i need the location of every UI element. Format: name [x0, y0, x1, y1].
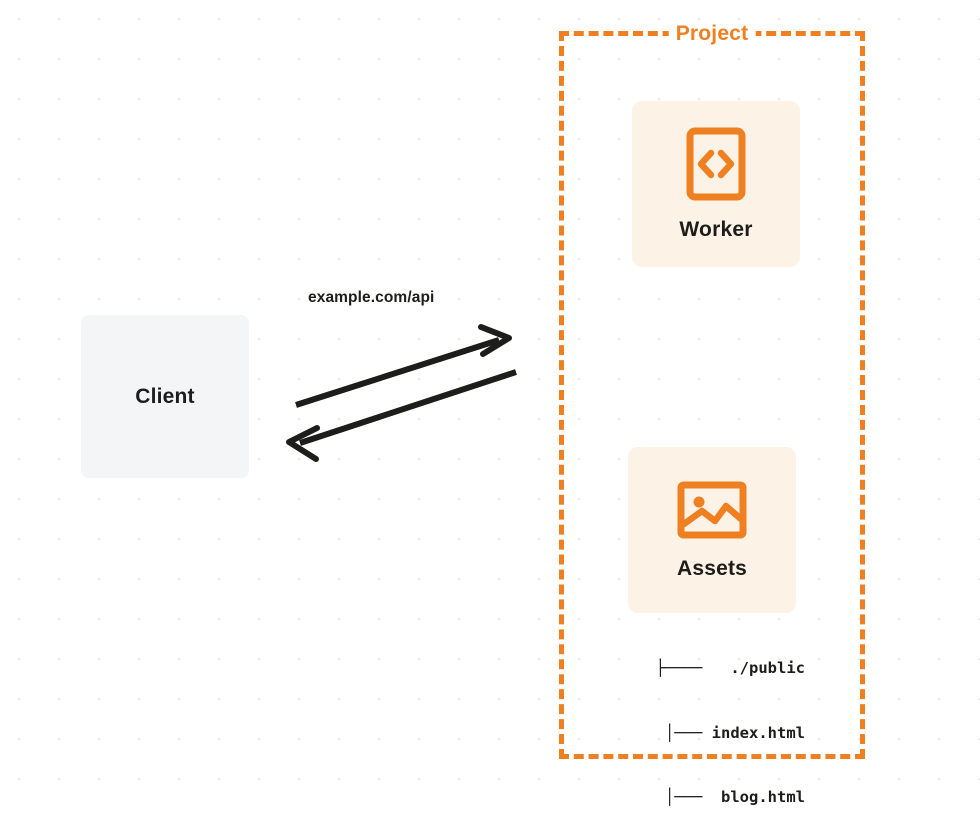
assets-file-tree: ├──── ./public │─── index.html │─── blog… — [560, 615, 805, 818]
assets-label: Assets — [676, 556, 748, 580]
worker-label: Worker — [679, 217, 753, 241]
file-tree-row: │─── blog.html — [646, 788, 805, 806]
worker-node[interactable]: Worker — [632, 101, 800, 267]
client-label: Client — [135, 384, 195, 408]
project-title-label: Project — [668, 22, 756, 46]
code-brackets-icon — [686, 127, 746, 206]
file-tree-row: ├──── ./public — [655, 659, 805, 677]
response-arrow — [286, 369, 517, 462]
client-node[interactable]: Client — [81, 315, 249, 478]
file-tree-row: │─── index.html — [646, 723, 805, 742]
image-picture-icon — [677, 480, 747, 545]
project-boundary: Project — [559, 22, 865, 759]
edge-label-url: example.com/api — [308, 289, 435, 306]
assets-node[interactable]: Assets — [628, 447, 796, 613]
request-arrow — [295, 324, 512, 408]
